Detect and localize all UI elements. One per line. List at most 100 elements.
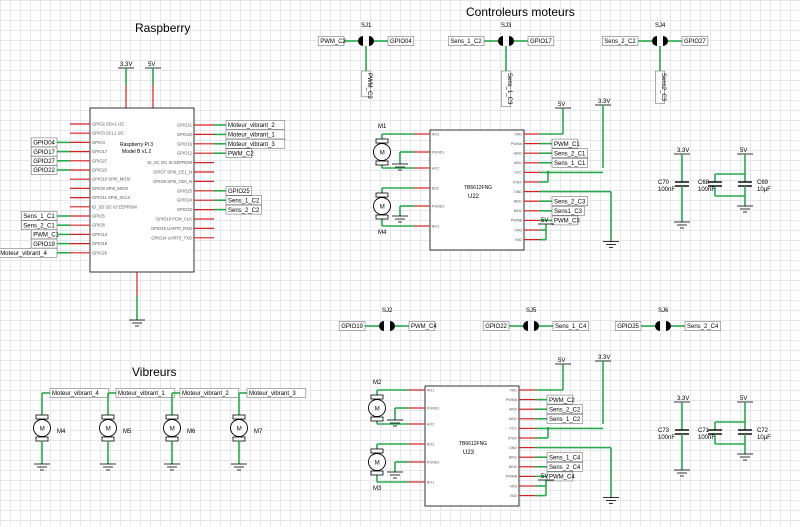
net-label-rpi-left[interactable]: Sens_1_C1: [20, 211, 58, 221]
net-label-rpi-left[interactable]: Moteur_vibrant_4: [0, 248, 58, 258]
net-label-jumper-down[interactable]: Sens2_C3: [655, 70, 667, 104]
net-label-driver[interactable]: Sens_2_C1: [551, 148, 589, 158]
svg-text:M: M: [375, 406, 380, 412]
motor-m2[interactable]: M: [368, 394, 386, 422]
vibrating-motor-m5[interactable]: Moteur_vibrant_1M M5: [99, 388, 176, 471]
vibrating-motor-m6[interactable]: Moteur_vibrant_2M M6: [163, 388, 240, 471]
net-label-driver[interactable]: Sens_2_C2: [546, 404, 584, 415]
net-label-jumper-down[interactable]: Sens_1_C3: [501, 70, 513, 108]
net-label-driver[interactable]: Sens_1_C1: [551, 158, 589, 168]
motor-m4[interactable]: M: [33, 414, 51, 442]
motor-m7[interactable]: M: [230, 414, 248, 442]
net-label-rpi-left[interactable]: GPIO27: [30, 156, 58, 166]
net-label-jumper-down[interactable]: PWM_C3: [361, 70, 373, 99]
net-label-jumper-right[interactable]: GPIO04: [387, 36, 415, 46]
net-label-rpi-left[interactable]: GPIO04: [30, 137, 58, 148]
net-label-rpi-left[interactable]: Sens_2_C1: [20, 220, 58, 230]
svg-text:PWMA: PWMA: [506, 398, 518, 402]
svg-text:M6: M6: [187, 429, 196, 435]
svg-text:GPIO25: GPIO25: [228, 189, 250, 195]
net-label-driver[interactable]: Sens_1_C4: [546, 452, 584, 463]
svg-text:PGND1: PGND1: [432, 150, 444, 154]
net-label-rpi-left[interactable]: PWM_C1: [30, 229, 60, 240]
svg-text:Moteur_vibrant_3: Moteur_vibrant_3: [249, 391, 296, 397]
net-label-driver[interactable]: Sens_2_C4: [546, 461, 584, 472]
cap-value: 100nF: [698, 187, 715, 193]
net-label-rpi-right[interactable]: Sens_1_C2: [225, 195, 263, 205]
rpi-right-pin: GPIO7 SPI0_CE1_N: [153, 170, 192, 175]
net-label-rpi-left[interactable]: GPIO17: [30, 146, 58, 157]
net-label-vibreur[interactable]: Moteur_vibrant_2: [179, 388, 240, 398]
net-label-jumper-left[interactable]: Sens_2_C2: [601, 36, 639, 46]
net-label-jumper-right[interactable]: PWM_C4: [408, 321, 437, 331]
cap-value: 100nF: [698, 435, 715, 441]
cap-rail-5v: 5V: [740, 148, 747, 154]
net-label-jumper-left[interactable]: GPIO25: [614, 321, 642, 331]
motor-m1[interactable]: M: [373, 138, 391, 166]
svg-text:PWM_C4: PWM_C4: [411, 324, 437, 330]
net-label-driver[interactable]: PWM_C3: [551, 215, 580, 226]
driver-vm2-label: 5V: [541, 474, 548, 480]
svg-text:PWMB: PWMB: [511, 219, 523, 223]
net-label-driver[interactable]: PWM_C2: [546, 394, 575, 405]
net-label-jumper-right[interactable]: Sens_2_C4: [684, 321, 722, 331]
net-label-rpi-right[interactable]: PWM_C2: [225, 148, 254, 158]
svg-text:PWM_C4: PWM_C4: [549, 475, 575, 481]
cap-rail-5v: 5V: [740, 396, 747, 402]
net-label-driver[interactable]: PWM_C1: [551, 138, 580, 149]
net-label-rpi-right[interactable]: GPIO25: [225, 186, 253, 196]
svg-text:Sens_1_C4: Sens_1_C4: [555, 324, 587, 330]
svg-text:Moteur_vibrant_3: Moteur_vibrant_3: [228, 142, 275, 148]
net-label-driver[interactable]: PWM_C4: [546, 471, 575, 482]
svg-text:Moteur_vibrant_2: Moteur_vibrant_2: [228, 123, 275, 129]
rpi-right-pin: GPIO18 PCM_CLK: [156, 217, 192, 222]
net-label-driver[interactable]: Sens_2_C3: [551, 196, 589, 206]
net-label-rpi-right[interactable]: Sens_2_C2: [225, 204, 263, 215]
net-label-driver[interactable]: Sens1_C3: [551, 206, 585, 216]
net-label-jumper-left[interactable]: Sens_1_C2: [447, 36, 485, 46]
net-label-vibreur[interactable]: Moteur_vibrant_4: [49, 388, 110, 398]
net-label-jumper-right[interactable]: GPIO27: [681, 36, 709, 46]
net-label-rpi-right[interactable]: Moteur_vibrant_2: [225, 120, 286, 130]
cap-rail-3v3: 3.3V: [677, 148, 689, 154]
svg-text:Moteur_vibrant_4: Moteur_vibrant_4: [0, 251, 47, 257]
net-label-rpi-left[interactable]: GPIO22: [30, 165, 58, 175]
cap-ref: C69: [757, 180, 769, 186]
net-label-jumper-right[interactable]: Sens_1_C4: [552, 321, 590, 331]
net-label-jumper-right[interactable]: GPIO17: [527, 36, 555, 46]
motor-m4[interactable]: M: [373, 192, 391, 220]
net-label-vibreur[interactable]: Moteur_vibrant_3: [246, 388, 307, 398]
rpi-left-pin: GPIO9 SPI0_MISO: [92, 186, 129, 191]
net-label-driver[interactable]: Sens_1_C2: [546, 413, 584, 424]
net-label-vibreur[interactable]: Moteur_vibrant_1: [115, 388, 176, 398]
net-label-rpi-right[interactable]: Moteur_vibrant_1: [225, 129, 286, 140]
ground-symbol: [737, 453, 753, 461]
svg-text:M: M: [106, 426, 111, 432]
net-label-rpi-left[interactable]: GPIO19: [30, 238, 58, 249]
net-label-jumper-left[interactable]: PWM_C2: [317, 36, 347, 46]
motor-m3[interactable]: M: [368, 448, 386, 476]
rpi-left-pin: GPIO22: [92, 168, 108, 173]
net-label-jumper-left[interactable]: GPIO19: [338, 321, 366, 331]
net-label-rpi-right[interactable]: Moteur_vibrant_3: [225, 139, 286, 149]
motor-m6[interactable]: M: [163, 414, 181, 442]
cap-value: 100nF: [658, 435, 675, 441]
net-label-jumper-left[interactable]: GPIO22: [482, 321, 510, 331]
raspberry-pi-symbol[interactable]: 3.3V 5V Raspberry Pi 3 Model B v1.2 GPIO…: [70, 62, 214, 327]
svg-text:SJ5: SJ5: [526, 308, 537, 314]
motor-m5[interactable]: M: [99, 414, 117, 442]
cap-value: 10µF: [757, 187, 771, 193]
svg-text:M5: M5: [123, 429, 132, 435]
